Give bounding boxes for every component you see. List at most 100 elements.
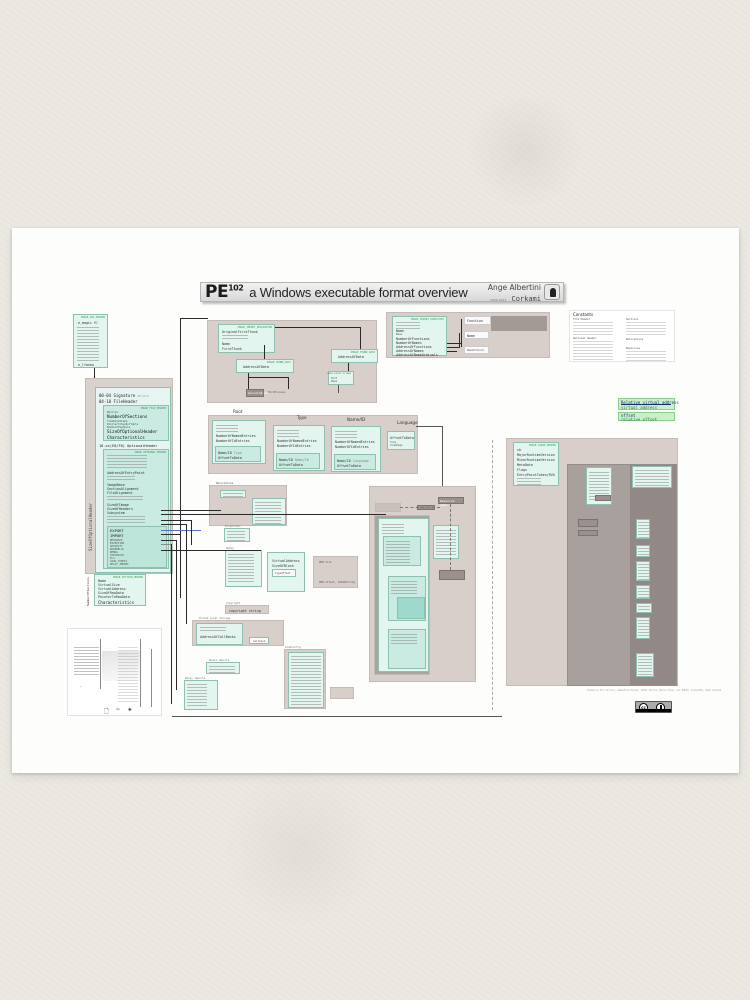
metadata-table-box (636, 653, 654, 677)
imports-panel: IMAGE_IMPORT_DESCRIPTOR OriginalFirstThu… (207, 320, 378, 403)
numberofsections-side-label: NumberOfSections (86, 577, 90, 606)
delay-imports-title: Delay imports (185, 677, 206, 680)
resource-column-type: Type (297, 415, 307, 420)
optional-field-sectionalignment: SectionAlignment (107, 487, 139, 491)
resources-tree-panel: Root Type Name/ID Language NumberOfNamed… (208, 409, 418, 474)
datadir-tls[interactable]: TLS (110, 557, 115, 560)
bound-imports-lines (209, 666, 235, 673)
legend-offset-short: relative offset (621, 417, 658, 422)
root-entry: Name/ID Type OffsetToData (215, 446, 261, 462)
corkami-logo-icon (544, 284, 560, 300)
connector (172, 716, 502, 717)
table-lines (638, 522, 649, 538)
file-header-label: 04-18 FileHeader (99, 399, 138, 404)
codeview-typeoffset: TypeOffset (272, 569, 296, 577)
resource-column-root: Root (233, 409, 243, 414)
exports-panel: IMAGE_EXPORT_DIRECTORY Name Base NumberO… (386, 312, 550, 358)
datadir-loadconfig[interactable]: LOAD_CONFIG (110, 560, 128, 563)
legend-offset: offset relative offset (618, 412, 675, 422)
datadir-export[interactable]: EXPORT (110, 528, 124, 533)
constants-table: Constants File Header Optional Header Se… (569, 310, 675, 362)
diagram-note: ⋯ (80, 685, 82, 688)
optional-fields-lines (107, 476, 135, 482)
resource-icon-lines (436, 530, 456, 556)
datadir-delayimport[interactable]: DELAY_IMPORT (110, 563, 129, 566)
import-by-name-box: IMAGE_IMPORT_BY_NAME Hint Name (327, 371, 354, 385)
connector (447, 343, 461, 344)
author-years: 2009-2014 (490, 298, 507, 302)
poster-logo: PE102 (205, 282, 244, 302)
section-field-characteristics: Characteristics (98, 600, 135, 605)
hint-name-field: Name (331, 380, 338, 383)
export-target-nameordinal: NameOrdinal (467, 349, 485, 352)
table-lines (638, 656, 652, 676)
function-name-label: ExitProcess (268, 391, 286, 394)
constants-group-optionalheader: Optional Header (573, 337, 597, 340)
string-table (397, 597, 425, 619)
resource-fields-lines (277, 430, 299, 438)
file-field-characteristics: Characteristics (107, 435, 145, 440)
reloc-lines (223, 493, 243, 498)
datadir-security[interactable]: SECURITY (110, 545, 123, 548)
connector (416, 426, 442, 427)
optional-header-title: IMAGE_OPTIONAL_HEADER (134, 451, 166, 454)
data-entry-size: Size (390, 441, 397, 444)
file-icon: 🗋 (104, 708, 109, 715)
optional-field-sizeofheaders: SizeOfHeaders (107, 507, 133, 511)
export-function-box: Function (464, 316, 491, 325)
constants-group-resources: Resources (626, 347, 641, 350)
connector (161, 550, 261, 551)
type-numberofidentries: NumberOfIdEntries (277, 444, 311, 448)
thunk-data-title: IMAGE_THUNK_DATA (266, 361, 291, 364)
file-field-timestamp: TimeDateStamp (107, 420, 128, 423)
connector (248, 373, 249, 389)
connector (161, 540, 176, 541)
cor20-field-majorruntimeversion: MajorRuntimeVersion (517, 453, 555, 457)
type-numberofnamedentries: NumberOfNamedEntries (277, 439, 317, 443)
data-directories-box: EXPORT IMPORT RESOURCE EXCEPTION SECURIT… (107, 526, 167, 568)
connector (176, 540, 177, 690)
import-fields-lines (222, 335, 248, 341)
load-arrow-icon: ⇨ (116, 706, 120, 713)
version-info-box (378, 518, 429, 672)
optional-fields-lines (107, 496, 143, 502)
export-nameordinal-box: NameOrdinal (464, 346, 489, 354)
loadconfig-seh-panel (330, 687, 354, 699)
creative-commons-badge[interactable]: cc (635, 701, 672, 713)
table-lines (638, 564, 649, 580)
sizeofoptionalheader-side-label: SizeOfOptionalHeader (88, 502, 93, 551)
metadata-table-box (636, 617, 650, 639)
datadir-debug[interactable]: DEBUG (110, 551, 118, 554)
exceptions-title: Exceptions (225, 525, 241, 528)
name-entry-offsettodata: OffsetToData (337, 464, 361, 468)
thanks-note: Thanks to Ero Carrera, Sebastien Doucet,… (587, 689, 722, 692)
datadir-exception[interactable]: EXCEPTION (110, 542, 125, 545)
file-header-title: IMAGE_FILE_HEADER (140, 407, 166, 410)
export-target-name: Name (467, 334, 475, 338)
import-field-originalfirstthunk: OriginalFirstThunk (222, 330, 258, 334)
pdb-file-label: PDB file (319, 561, 332, 564)
cor20-field-entrypointtoken: EntryPointToken/RVA (517, 473, 555, 477)
author-block: Ange Albertini 2009-2014 Corkami (488, 284, 541, 304)
exceptions-box: Exceptions (224, 525, 250, 542)
metadata-chip (595, 495, 611, 501)
tls-title: Thread Local Storage (199, 617, 231, 620)
datadir-basereloc[interactable]: BASERELOC (110, 548, 125, 551)
datadir-copyright[interactable]: COPYRIGHT (110, 554, 125, 557)
resource-data-entry: OffsetToData Size CodePage (387, 431, 415, 450)
root-numberofnamedentries: NumberOfNamedEntries (216, 434, 256, 438)
optional-field-filealignment: FileAlignment (107, 491, 133, 495)
relocations-title: Relocations (216, 482, 234, 485)
thunk-data-box-2: IMAGE_THUNK_DATA AddressOfData (331, 349, 378, 363)
constants-lines (573, 322, 613, 336)
connector (94, 368, 95, 378)
type-entry-offsettodata: OffsetToData (279, 463, 303, 467)
export-directory-title: IMAGE_EXPORT_DIRECTORY (410, 318, 444, 321)
export-target-function: Function (467, 319, 483, 323)
datadir-import[interactable]: IMPORT (110, 533, 124, 538)
optional-field-imagebase: ImageBase (107, 483, 125, 487)
tls-panel: Thread Local Storage AddressOfCallBacks … (192, 617, 284, 646)
export-directory-box: IMAGE_EXPORT_DIRECTORY Name Base NumberO… (392, 316, 447, 357)
cor20-header-box: IMAGE_COR20_HEADER cb MajorRuntimeVersio… (513, 442, 559, 486)
datadir-resource[interactable]: RESOURCE (110, 539, 123, 542)
